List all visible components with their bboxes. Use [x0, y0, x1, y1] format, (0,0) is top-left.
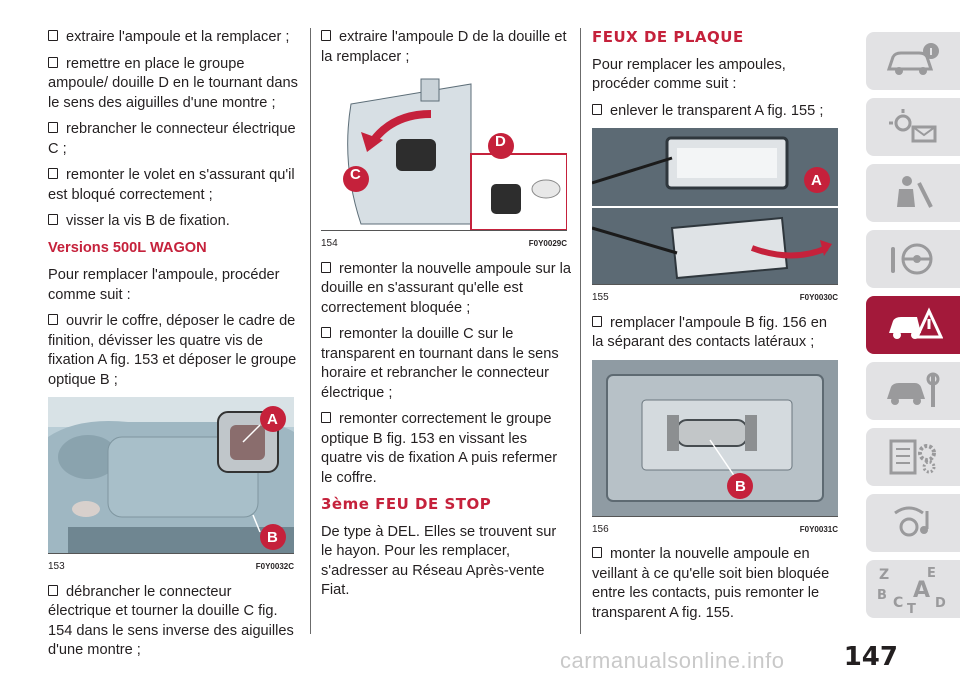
heading-3eme-feu-de-stop: 3ème FEU DE STOP: [321, 495, 492, 513]
figure-caption: 155 F0Y0030C: [592, 284, 838, 308]
index-letter: A: [913, 578, 930, 603]
plate-light-removal-illustration: [592, 128, 838, 284]
emergency-car-icon: [889, 307, 943, 339]
checkbox-bullet-icon: [321, 261, 331, 273]
paragraph-text: De type à DEL. Elles se trouvent sur le …: [321, 523, 557, 599]
column-3: FEUX DE PLAQUE Pour remplacer les ampoul…: [592, 28, 842, 630]
figure-code: F0Y0029C: [528, 239, 567, 248]
label-d: D: [495, 133, 506, 150]
index-letter: T: [907, 602, 916, 615]
warning-lights-icon: [889, 109, 937, 143]
tab-safety[interactable]: [866, 164, 960, 222]
page-number: 147: [843, 642, 898, 672]
multimedia-icon: [894, 506, 929, 537]
checkbox-bullet-icon: [321, 327, 331, 338]
figure-154: C D 154 F0Y0029C: [321, 74, 567, 254]
figure-number: 155: [592, 292, 609, 303]
figure-number: 156: [592, 523, 609, 535]
column-2: extraire l'ampoule D de la douille et la…: [321, 28, 571, 608]
steering-wheel-icon: [891, 243, 933, 275]
car-maintenance-icon: [887, 372, 940, 407]
column-1: extraire l'ampoule et la remplacer ; rem…: [48, 28, 298, 668]
checkbox-bullet-icon: [48, 214, 58, 225]
tab-warning-lights[interactable]: [866, 98, 960, 156]
figure-code: F0Y0030C: [799, 293, 838, 302]
figure-number: 154: [321, 238, 338, 249]
index-letter: B: [877, 588, 887, 603]
heading-feux-de-plaque: FEUX DE PLAQUE: [592, 28, 744, 46]
label-c: C: [350, 166, 361, 183]
plate-bulb-illustration: [592, 359, 838, 516]
figure-code: F0Y0032C: [255, 562, 294, 571]
label-b: B: [735, 477, 746, 495]
figure-153: A B 153 F0Y0032C: [48, 397, 294, 577]
label-a: A: [267, 411, 278, 428]
figure-number: 153: [48, 561, 65, 572]
checkbox-bullet-icon: [48, 314, 58, 325]
intro-text: Pour remplacer les ampoules, procéder co…: [592, 56, 786, 93]
tab-car-info[interactable]: [866, 32, 960, 90]
index-letter: E: [927, 566, 936, 581]
bulb-socket-illustration: [321, 74, 567, 230]
instruction-text: visser la vis B de fixation.: [66, 213, 230, 229]
figure-code: F0Y0031C: [799, 524, 838, 534]
checkbox-bullet-icon: [321, 30, 331, 41]
subheading-500l-wagon: Versions 500L WAGON: [48, 239, 207, 256]
checkbox-bullet-icon: [592, 315, 602, 327]
index-letter: C: [893, 595, 903, 611]
tab-index[interactable]: Z E A B C T D: [866, 560, 960, 618]
intro-text: Pour remplacer l'ampoule, procéder comme…: [48, 267, 280, 303]
instruction-text: enlever le transparent A fig. 155 ;: [610, 102, 824, 119]
tab-driving[interactable]: [866, 230, 960, 288]
instruction-text: monter la nouvelle ampoule en veillant à…: [592, 546, 830, 621]
car-info-icon: [886, 43, 939, 75]
checkbox-bullet-icon: [48, 56, 58, 68]
tab-technical-data[interactable]: [866, 428, 960, 486]
instruction-text: extraire l'ampoule D de la douille et la…: [321, 29, 567, 65]
checkbox-bullet-icon: [48, 122, 58, 133]
instruction-text: ouvrir le coffre, déposer le cadre de fi…: [48, 313, 297, 388]
index-letters-icon: Z E A B C T D: [877, 566, 946, 615]
column-divider: [580, 28, 581, 634]
figure-caption: 154 F0Y0029C: [321, 230, 567, 254]
chapter-tabs: Z E A B C T D: [854, 32, 960, 626]
figure-caption: 156 F0Y0031C: [592, 515, 838, 540]
technical-data-icon: [889, 439, 936, 475]
index-letter: Z: [879, 567, 889, 583]
tab-emergency[interactable]: [866, 296, 960, 354]
instruction-text: débrancher le connecteur électrique et t…: [48, 583, 294, 659]
checkbox-bullet-icon: [48, 30, 58, 41]
instruction-text: extraire l'ampoule et la remplacer ;: [66, 29, 290, 45]
instruction-text: remonter le volet en s'assurant qu'il es…: [48, 167, 295, 203]
checkbox-bullet-icon: [592, 547, 602, 558]
tab-multimedia[interactable]: [866, 494, 960, 552]
instruction-text: remettre en place le groupe ampoule/ dou…: [48, 55, 298, 111]
checkbox-bullet-icon: [48, 584, 58, 596]
checkbox-bullet-icon: [48, 168, 58, 179]
instruction-text: remplacer l'ampoule B fig. 156 en la sép…: [592, 314, 827, 351]
instruction-text: remonter la douille C sur le transparent…: [321, 326, 559, 401]
safety-seat-icon: [897, 176, 933, 208]
label-a: A: [811, 172, 822, 189]
figure-155: A 155 F0Y0030C: [592, 128, 838, 308]
checkbox-bullet-icon: [321, 412, 331, 423]
figure-156: B 156 F0Y0031C: [592, 359, 838, 540]
instruction-text: rebrancher le connecteur électrique C ;: [48, 121, 296, 157]
tab-maintenance[interactable]: [866, 362, 960, 420]
instruction-text: remonter correctement le groupe optique …: [321, 411, 558, 486]
index-letter: D: [935, 596, 946, 611]
label-b: B: [267, 529, 278, 546]
column-divider: [310, 28, 311, 634]
checkbox-bullet-icon: [592, 103, 602, 115]
figure-caption: 153 F0Y0032C: [48, 553, 294, 577]
instruction-text: remonter la nouvelle ampoule sur la doui…: [321, 260, 572, 316]
car-rear-light-illustration: [48, 397, 294, 553]
watermark: carmanualsonline.info: [560, 648, 785, 673]
